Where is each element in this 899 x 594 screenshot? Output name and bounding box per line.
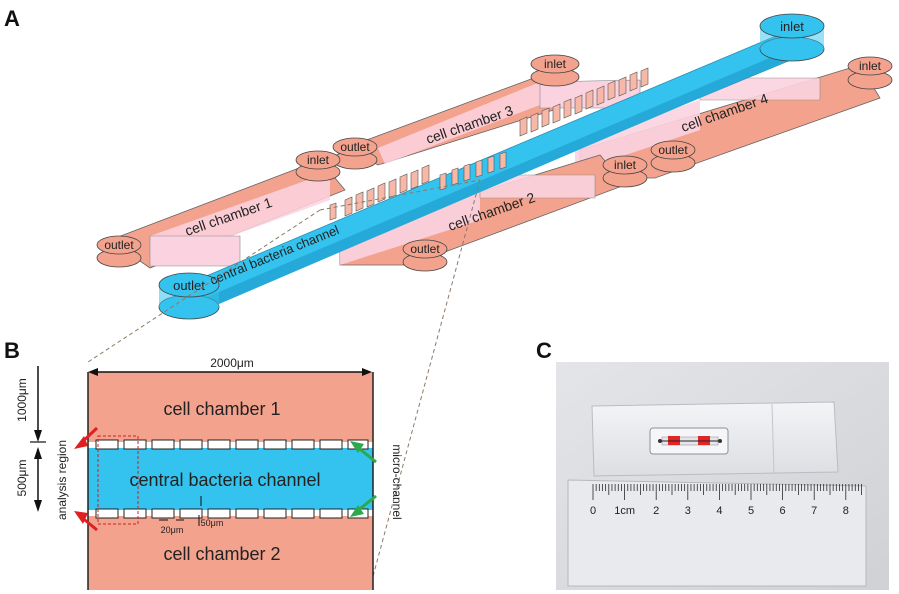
ruler-tick-label: 0 xyxy=(590,505,596,517)
b-chamber-1 xyxy=(88,372,373,442)
ruler-tick-label: 2 xyxy=(653,505,659,517)
b-chamber-2 xyxy=(88,516,373,590)
chamber-1-body xyxy=(109,159,346,269)
ruler-tick-label: 1cm xyxy=(614,505,635,517)
ruler-tick-label: 4 xyxy=(716,505,722,517)
label-outlet-bottom: outlet xyxy=(173,278,205,293)
analysis-region-box xyxy=(97,435,139,525)
label-outlet-1: outlet xyxy=(104,238,134,252)
green-arrows xyxy=(350,441,377,517)
label-analysis-region: analysis region xyxy=(55,440,69,520)
micro-channels-left xyxy=(344,164,430,217)
panel-c-photo: 0 1cm 2 3 4 5 6 7 8 xyxy=(556,362,889,590)
ruler-tick-label: 6 xyxy=(780,505,786,517)
label-outlet-3: outlet xyxy=(340,140,370,154)
panel-label-b: B xyxy=(4,338,20,363)
label-micro-channel: micro-channel xyxy=(390,444,404,519)
ruler xyxy=(567,479,867,587)
panel-b-diagram: 2000μm 1000μm 500μm analysis region micr… xyxy=(15,356,404,590)
red-arrows xyxy=(74,426,99,532)
label-width: 2000μm xyxy=(210,356,254,370)
label-height-top: 1000μm xyxy=(15,378,29,422)
micro-channels-lower xyxy=(329,151,507,221)
ruler-tick-label: 7 xyxy=(811,505,817,517)
ruler-tick-label: 8 xyxy=(843,505,849,517)
panel-label-c: C xyxy=(536,338,552,363)
label-outlet-4: outlet xyxy=(658,143,688,157)
ruler-tick-label: 5 xyxy=(748,505,754,517)
micro-channels-right xyxy=(519,67,649,137)
b-label-chamber-1: cell chamber 1 xyxy=(163,399,280,419)
zoom-line-right xyxy=(371,179,481,581)
port-inlet-3 xyxy=(530,54,580,87)
label-gap: 20μm xyxy=(161,525,184,535)
label-inlet-top: inlet xyxy=(780,19,804,34)
b-label-chamber-2: cell chamber 2 xyxy=(163,544,280,564)
port-inlet-top xyxy=(759,13,825,62)
label-inlet-4: inlet xyxy=(859,59,882,73)
panel-label-a: A xyxy=(4,6,20,31)
b-label-channel: central bacteria channel xyxy=(129,470,320,490)
b-channel xyxy=(88,448,373,510)
port-outlet-4 xyxy=(650,140,696,173)
label-outlet-2: outlet xyxy=(410,242,440,256)
label-spacing: 50μm xyxy=(201,518,224,528)
ruler-labels: 0 1cm 2 3 4 5 6 7 8 xyxy=(590,505,849,517)
zoom-box-top xyxy=(319,179,481,211)
port-inlet-4 xyxy=(847,56,893,90)
chamber-2-body xyxy=(339,154,626,266)
label-inlet-2: inlet xyxy=(614,158,637,172)
port-inlet-1 xyxy=(295,150,341,182)
port-inlet-2 xyxy=(602,155,648,188)
port-outlet-2 xyxy=(402,239,448,272)
zoom-line-left xyxy=(87,209,321,363)
label-height-mid: 500μm xyxy=(15,460,29,497)
ruler-ticks xyxy=(592,484,862,500)
port-outlet-1 xyxy=(96,235,142,268)
label-inlet-1: inlet xyxy=(307,153,330,167)
central-channel-body xyxy=(184,29,811,310)
ruler-tick-label: 3 xyxy=(685,505,691,517)
label-inlet-3: inlet xyxy=(544,57,567,71)
